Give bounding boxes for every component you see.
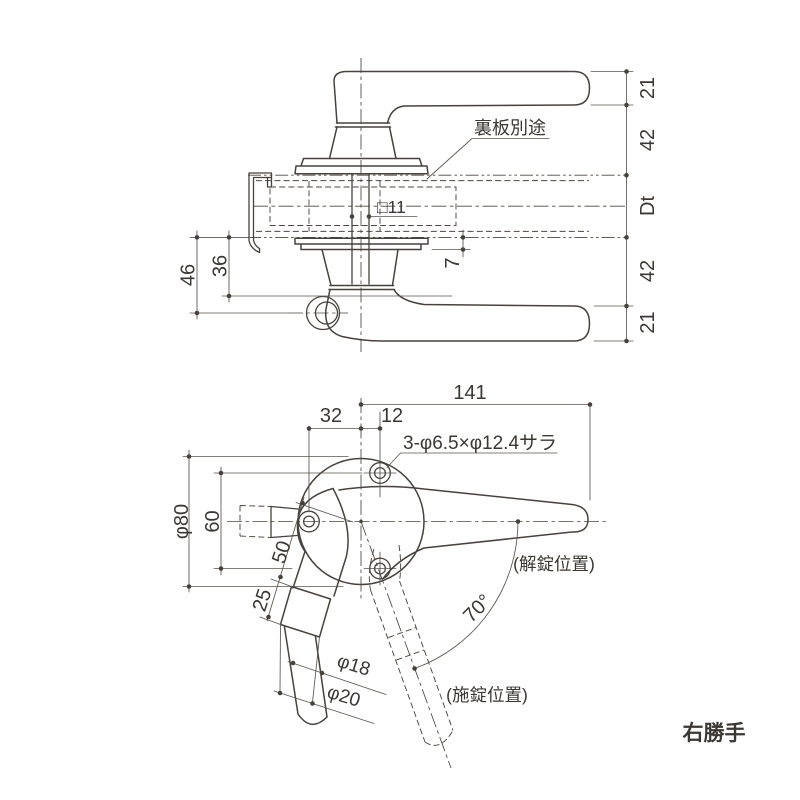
dim-grip-top-21: 21 <box>637 77 659 99</box>
dim-32: 32 <box>320 405 342 427</box>
grip-diameter-dimensions: φ18 φ20 <box>273 651 387 724</box>
back-plate-note: 裏板別途 <box>426 118 550 180</box>
inside-neck-collar <box>328 284 396 291</box>
unlock-position-label: (解錠位置) <box>513 554 595 574</box>
dim-70deg: 70° <box>459 590 496 627</box>
lock-case-hidden <box>269 186 457 226</box>
dim-upper-42: 42 <box>637 129 659 151</box>
dim-phi80: φ80 <box>171 504 193 539</box>
rose-thickness-dimension: 7 <box>431 229 471 269</box>
dim-lower-42: 42 <box>637 260 659 282</box>
dim-12: 12 <box>381 405 403 427</box>
dim-phi20: φ20 <box>325 682 363 712</box>
side-view: 21 42 Dt 42 21 裏板別途 □11 7 <box>178 58 659 352</box>
dim-grip-bottom-21: 21 <box>637 311 659 333</box>
side-dimension-chain: 21 42 Dt 42 21 <box>590 69 659 344</box>
holes-note-text: 3-φ6.5×φ12.4サラ <box>403 433 557 454</box>
hole-span-dimension: 60 <box>202 466 363 576</box>
lever-down-left <box>279 487 349 725</box>
lever-length-dimension: 141 <box>358 382 593 501</box>
dim-141: 141 <box>453 382 486 404</box>
dim-46: 46 <box>178 264 200 286</box>
dim-door-thickness-Dt: Dt <box>637 196 659 216</box>
dim-50: 50 <box>268 538 296 566</box>
handing-label: 右勝手 <box>683 721 746 745</box>
lever-locked-position <box>360 521 454 769</box>
lever-unlocked-position <box>338 485 589 579</box>
frame-bracket <box>248 172 273 254</box>
inside-neck <box>321 248 399 287</box>
outside-neck-collar <box>334 122 392 128</box>
spindle-size-label: □11 <box>377 197 406 217</box>
lock-position-label: (施錠位置) <box>446 685 528 705</box>
swing-arc: 70° <box>412 519 521 671</box>
outside-lever-handle <box>333 70 591 124</box>
dim-25: 25 <box>249 586 277 614</box>
dim-7: 7 <box>442 257 464 268</box>
spindle-dimension: □11 <box>349 197 418 219</box>
front-view: 70° 141 32 12 3-φ6.5×φ12.4サラ φ80 <box>171 382 608 769</box>
outside-neck <box>328 126 397 160</box>
square-spindle <box>351 173 370 285</box>
dim-36: 36 <box>210 255 232 277</box>
screw-hole-left <box>298 425 320 533</box>
dim-phi18: φ18 <box>335 651 373 681</box>
inside-lever-handle <box>324 288 591 342</box>
outside-rose <box>294 157 429 175</box>
inside-rose <box>294 237 429 251</box>
back-plate-note-text: 裏板別途 <box>474 118 546 138</box>
screw-hole-top <box>363 411 397 498</box>
rose-diameter-dimension: φ80 <box>171 449 349 593</box>
hole-offset-dimensions: 32 12 <box>306 405 403 431</box>
grip-position-dimensions: 50 25 <box>249 497 354 625</box>
holes-note: 3-φ6.5×φ12.4サラ <box>386 433 558 468</box>
thumbturn-dimensions: 46 36 <box>178 230 453 320</box>
dim-60: 60 <box>202 510 224 532</box>
